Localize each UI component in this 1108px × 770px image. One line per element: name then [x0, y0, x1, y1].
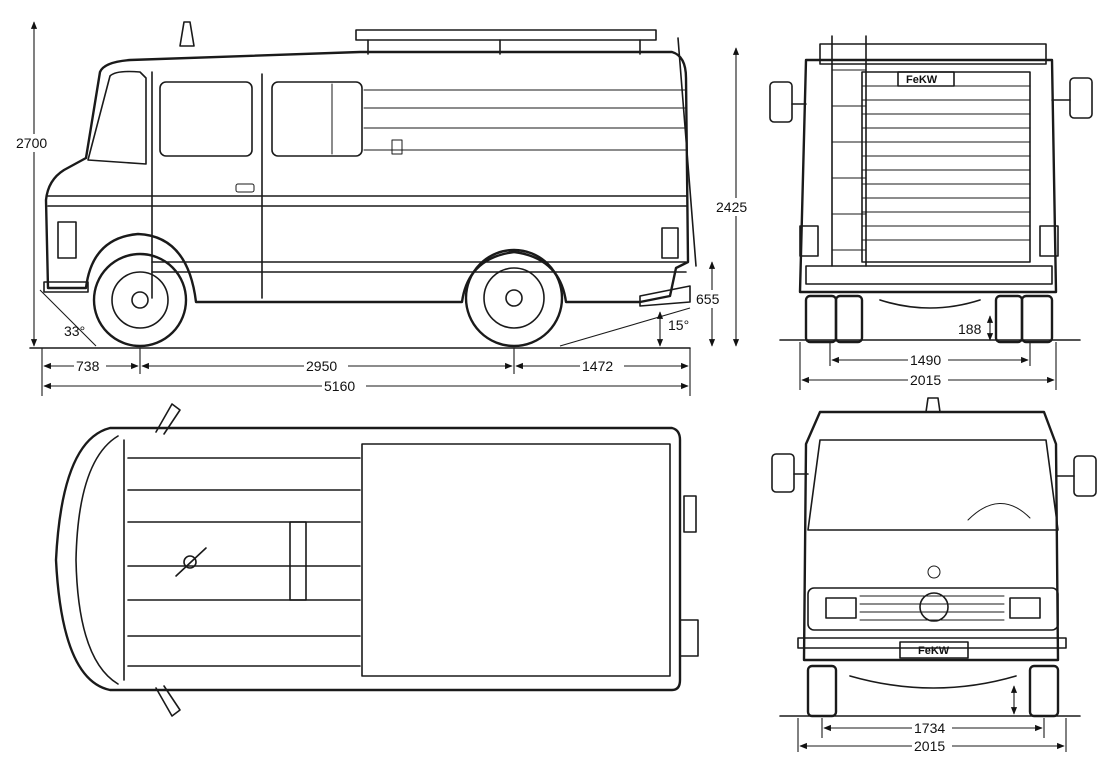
side-front-bumper	[43, 281, 89, 293]
dim-bumper-height: 655	[696, 291, 720, 307]
side-door-window	[159, 81, 253, 157]
rear-right-light	[1039, 225, 1059, 257]
rear-plate-text: FeKW	[906, 74, 938, 86]
front-left-headlight	[825, 597, 857, 619]
top-view	[54, 403, 699, 717]
front-right-mirror	[1073, 455, 1097, 497]
top-body-outline	[54, 426, 682, 692]
front-view: FeKW 1734 2015	[771, 397, 1097, 754]
dim-rear-width: 2015	[910, 372, 941, 388]
rear-bumper	[805, 265, 1053, 285]
front-left-mirror	[771, 453, 795, 493]
rear-roof-rack	[819, 43, 1047, 65]
rear-right-wheel	[994, 294, 1024, 344]
dim-front-width: 2015	[914, 738, 945, 754]
top-roof-ribs	[127, 457, 361, 667]
front-left-wheel	[806, 664, 838, 718]
side-beacon-light	[179, 21, 195, 47]
side-windshield	[87, 70, 147, 165]
dim-front-overhang: 738	[76, 358, 100, 374]
dim-length: 5160	[324, 378, 355, 394]
top-left-mirror	[155, 403, 181, 435]
top-rear-step	[679, 619, 699, 657]
top-roof-hatch	[289, 521, 307, 601]
side-roof-rack	[355, 29, 657, 41]
dim-rear-track: 1490	[910, 352, 941, 368]
front-star-emblem	[919, 592, 949, 622]
side-headlight	[57, 221, 77, 259]
dim-departure-angle: 15°	[668, 317, 689, 333]
front-right-wheel	[1028, 664, 1060, 718]
front-grille	[807, 587, 1059, 631]
side-rear-ladder	[677, 37, 697, 267]
front-steering-wheel	[967, 503, 1031, 521]
rear-right-mirror	[1069, 77, 1093, 119]
side-rear-wheel	[464, 248, 564, 348]
rear-shutter-slats	[861, 85, 1031, 241]
dim-height-total: 2700	[16, 135, 47, 151]
top-beacon	[183, 555, 197, 569]
top-ladder-stub	[683, 495, 697, 533]
front-grille-slats	[859, 595, 1005, 621]
top-right-mirror	[155, 685, 181, 717]
dim-rear-overhang: 1472	[582, 358, 613, 374]
side-tail-light	[661, 227, 679, 259]
side-view: 2700 2425 655 33° 15° 738 2950 1472 5160	[12, 21, 756, 396]
side-door-handle	[235, 183, 255, 193]
dim-height-body: 2425	[716, 199, 747, 215]
rear-ladder	[831, 35, 867, 267]
side-front-wheel	[92, 252, 188, 348]
dim-ground-clearance: 188	[958, 321, 982, 337]
front-beacon	[925, 397, 941, 413]
top-roof-rack	[361, 443, 671, 677]
front-bumper	[797, 637, 1067, 649]
dim-wheelbase: 2950	[306, 358, 337, 374]
side-window	[271, 81, 363, 157]
rear-left-light	[799, 225, 819, 257]
dim-front-track: 1734	[914, 720, 945, 736]
top-cab-front	[75, 435, 119, 685]
rear-view: FeKW 188 1490	[769, 35, 1093, 390]
rear-body-outline	[798, 58, 1058, 294]
rear-left-wheel	[804, 294, 838, 344]
front-windshield	[807, 439, 1059, 531]
side-rear-bumper	[639, 285, 691, 307]
dim-approach-angle: 33°	[64, 323, 85, 339]
side-small-hatch	[391, 139, 403, 155]
front-plate-text: FeKW	[918, 645, 950, 657]
front-body-outline	[802, 410, 1060, 662]
rear-left-mirror	[769, 81, 793, 123]
front-right-headlight	[1009, 597, 1041, 619]
